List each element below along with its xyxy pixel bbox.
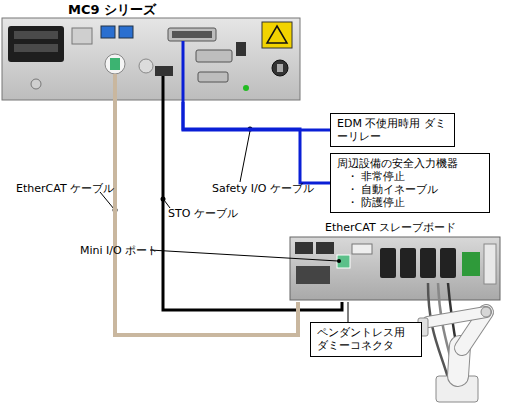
sto-connector <box>155 66 173 76</box>
cable-label: Safety I/O ケーブル <box>212 182 314 195</box>
connector <box>296 266 330 284</box>
key-switch <box>272 60 288 76</box>
lan-port <box>101 26 115 38</box>
power-connector <box>8 26 64 62</box>
slave-board-illustration <box>290 237 500 300</box>
bullet-item: ・ 防護停止 <box>337 196 483 209</box>
connector-pins <box>14 31 58 39</box>
box-text: 周辺設備の安全入力機器 <box>337 157 483 170</box>
slave-board: EtherCAT スレーブボード <box>288 220 502 302</box>
lan-port <box>119 26 133 38</box>
dummy-connector-box: ペンダントレス用 ダミーコネクタ <box>310 322 422 357</box>
node-heading: EtherCAT スレーブボード <box>325 221 456 235</box>
mini-io-port <box>337 255 350 268</box>
sto-cable-stub <box>162 76 165 102</box>
robot-forearm <box>428 312 486 322</box>
controller-panel <box>2 18 300 100</box>
motor-connector <box>400 248 416 278</box>
dsub-connector <box>198 72 228 82</box>
controller: MC9 シリーズ <box>0 0 302 102</box>
leader-line <box>150 250 338 261</box>
cable-label: EtherCAT ケーブル <box>16 182 114 195</box>
dummy-relay-box: EDM 不使用時用 ダミーリレー <box>330 113 455 147</box>
warning-symbol <box>267 26 287 43</box>
dsub-connector <box>196 50 232 62</box>
robot-joint <box>481 307 491 317</box>
switch <box>236 42 246 56</box>
robot-forearm-outline <box>428 312 486 322</box>
bullet-item: ・ 自動イネーブル <box>337 183 483 196</box>
leader-dot <box>161 197 166 202</box>
port-label: Mini I/O ポート <box>80 244 158 257</box>
terminal-block <box>462 252 480 276</box>
box-text: EDM 不使用時用 ダミーリレー <box>337 117 448 143</box>
port <box>72 28 92 44</box>
board-panel <box>290 237 500 300</box>
leader-line <box>240 131 250 182</box>
lan-port <box>295 242 313 254</box>
cable <box>163 102 342 310</box>
connector-pins <box>172 31 212 38</box>
controller-illustration <box>2 18 300 100</box>
ethercat-connector <box>105 54 125 74</box>
cable <box>183 102 330 183</box>
safety-device-box: 周辺設備の安全入力機器・ 非常停止・ 自動イネーブル・ 防護停止 <box>330 153 490 213</box>
connector-pins <box>14 44 58 52</box>
motor-connector <box>440 248 456 278</box>
leader-dot <box>113 208 118 213</box>
warning-sticker <box>262 22 292 48</box>
safety-io-connector <box>168 28 216 41</box>
round-port <box>139 59 153 73</box>
lan-port <box>316 242 334 254</box>
motor-connector <box>420 248 436 278</box>
leader-dot <box>248 127 253 132</box>
leader-dot <box>337 259 341 263</box>
ethercat-plug <box>110 58 120 70</box>
cable <box>183 102 330 130</box>
leader-line <box>348 302 349 322</box>
screw <box>31 79 41 89</box>
cable <box>115 102 298 335</box>
robot-illustration <box>418 307 491 402</box>
safety-cable-stub <box>182 41 185 102</box>
side-connector <box>484 244 496 284</box>
connector <box>352 244 372 254</box>
cable-label: STO ケーブル <box>168 207 238 220</box>
status-led <box>243 85 249 91</box>
node-heading: MC9 シリーズ <box>68 2 156 18</box>
box-text: ペンダントレス用 ダミーコネクタ <box>317 326 415 352</box>
robot-cable <box>448 283 462 378</box>
ethercat-cable-stub <box>113 74 117 102</box>
motor-connector <box>380 248 396 278</box>
bullet-item: ・ 非常停止 <box>337 170 483 183</box>
key-slot <box>277 64 283 72</box>
leader-line <box>164 200 170 208</box>
